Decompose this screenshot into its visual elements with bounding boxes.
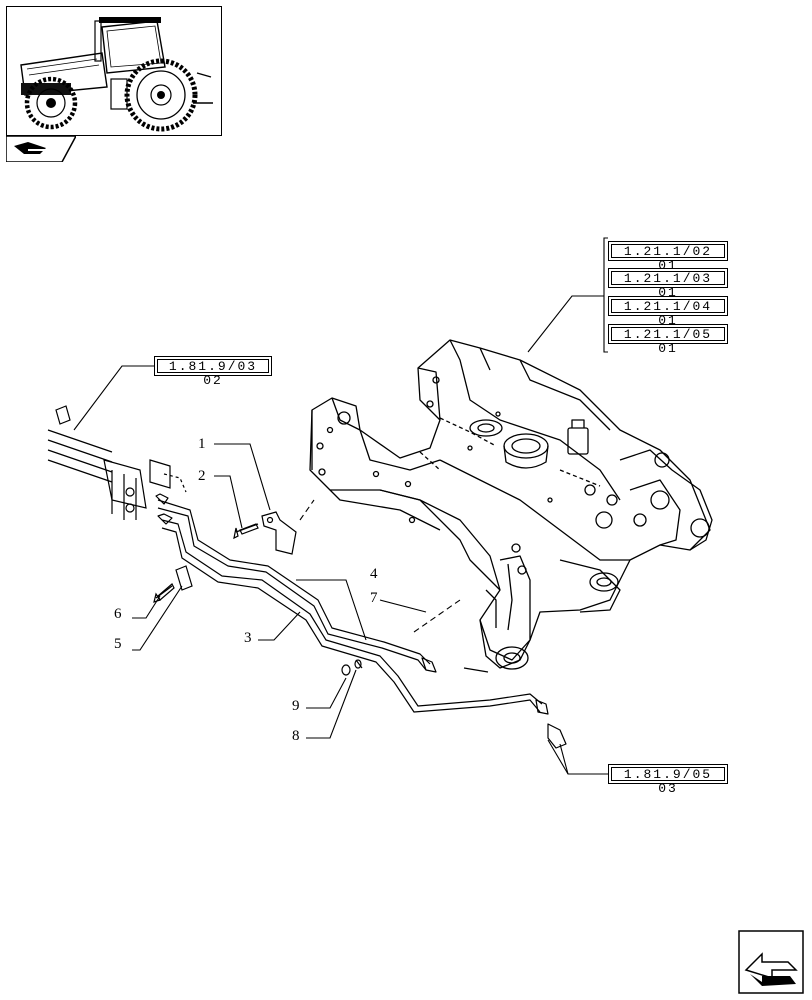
callout-8: 8 [292,728,300,744]
ref-box-bottom-right[interactable]: 1.81.9/05 03 [608,764,728,796]
ref-box-left[interactable]: 1.81.9/03 02 [154,356,272,388]
callout-4: 4 [370,566,378,582]
ref-box-3-label: 1.21.1/04 01 [611,299,725,328]
callout-6: 6 [114,606,122,622]
callout-3: 3 [244,630,252,646]
ref-box-4[interactable]: 1.21.1/05 01 [608,324,728,356]
ref-box-2[interactable]: 1.21.1/03 01 [608,268,728,300]
ref-box-1[interactable]: 1.21.1/02 01 [608,241,728,273]
ref-box-1-label: 1.21.1/02 01 [611,244,725,273]
ref-box-4-label: 1.21.1/05 01 [611,327,725,356]
callout-7: 7 [370,590,378,606]
callout-2: 2 [198,468,206,484]
ref-box-bottom-right-label: 1.81.9/05 03 [611,767,725,796]
tractor-thumbnail-icon [6,6,222,136]
callout-5: 5 [114,636,122,652]
callout-9: 9 [292,698,300,714]
callout-1: 1 [198,436,206,452]
ref-box-left-label: 1.81.9/03 02 [157,359,269,388]
ref-box-3[interactable]: 1.21.1/04 01 [608,296,728,328]
ref-box-2-label: 1.21.1/03 01 [611,271,725,300]
section-tab-icon [5,135,78,163]
next-page-arrow-icon[interactable] [738,930,804,994]
